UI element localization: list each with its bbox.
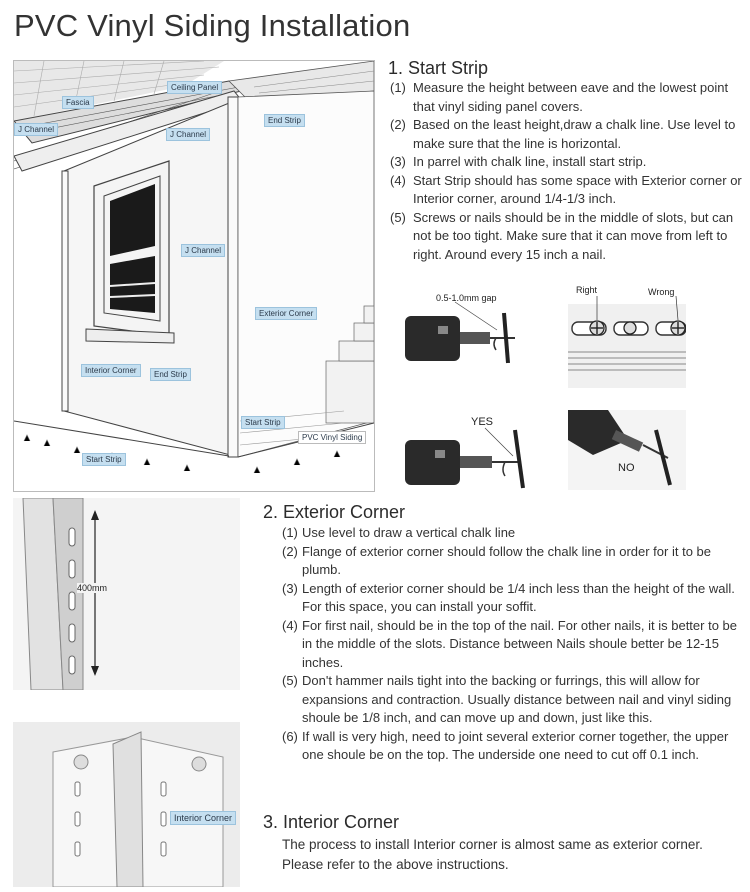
list-item: (5) Screws or nails should be in the midd… bbox=[390, 209, 742, 265]
slots-drawing bbox=[568, 295, 687, 388]
right-wrong-diagram: Right Wrong bbox=[568, 284, 687, 388]
list-item: (4) Start Strip should has some space wit… bbox=[390, 172, 742, 209]
item-number: (1) bbox=[390, 80, 406, 95]
item-number: (2) bbox=[282, 543, 298, 559]
house-illustration: Fascia Ceiling Panel J Channel J Channel… bbox=[13, 60, 375, 492]
item-text: Length of exterior corner should be 1/4 … bbox=[302, 580, 735, 615]
item-number: (3) bbox=[390, 154, 406, 169]
item-number: (5) bbox=[390, 209, 406, 225]
section1-heading: 1. Start Strip bbox=[388, 58, 489, 78]
section2-list: (1) Use level to draw a vertical chalk li… bbox=[282, 524, 740, 765]
corner-length-label: 400mm bbox=[77, 583, 108, 593]
item-text: Use level to draw a vertical chalk line bbox=[302, 525, 516, 540]
item-text: Flange of exterior corner should follow … bbox=[302, 543, 711, 578]
interior-corner-drawing bbox=[13, 722, 240, 888]
exterior-corner-photo: 400mm bbox=[13, 497, 240, 691]
item-number: (1) bbox=[282, 525, 298, 540]
label-start-strip-right: Start Strip bbox=[241, 416, 285, 429]
item-number: (4) bbox=[282, 617, 298, 633]
item-number: (6) bbox=[282, 728, 298, 744]
section3-text: The process to install Interior corner i… bbox=[282, 837, 703, 872]
item-text: Measure the height between eave and the … bbox=[413, 80, 729, 114]
drill-gap-drawing bbox=[405, 301, 515, 364]
list-item: (1) Use level to draw a vertical chalk li… bbox=[282, 524, 740, 543]
item-text: Based on the least height,draw a chalk l… bbox=[413, 117, 736, 151]
label-start-strip-left: Start Strip bbox=[82, 453, 126, 466]
list-item: (2)Flange of exterior corner should foll… bbox=[282, 543, 740, 580]
label-j-channel-top-left: J Channel bbox=[14, 123, 59, 136]
yes-label: YES bbox=[471, 416, 494, 428]
no-drill-drawing bbox=[568, 410, 686, 490]
wrong-label: Wrong bbox=[648, 287, 675, 297]
item-text: In parrel with chalk line, install start… bbox=[413, 154, 647, 169]
list-item: (2) Based on the least height,draw a chal… bbox=[390, 116, 742, 153]
section2-heading: 2. Exterior Corner bbox=[263, 502, 406, 522]
item-number: (3) bbox=[282, 580, 298, 596]
list-item: (6)If wall is very high, need to joint s… bbox=[282, 728, 740, 765]
gap-label: 0.5-1.0mm gap bbox=[436, 293, 497, 303]
yes-drill-drawing bbox=[405, 427, 525, 489]
yes-diagram: YES bbox=[405, 410, 540, 490]
page-title: PVC Vinyl Siding Installation bbox=[14, 8, 411, 43]
item-number: (4) bbox=[390, 172, 406, 188]
section3-heading: 3. Interior Corner bbox=[263, 812, 400, 832]
interior-corner-photo: Interior Corner bbox=[13, 722, 240, 888]
item-text: For first nail, should be in the top of … bbox=[302, 617, 738, 670]
section1-list: (1) Measure the height between eave and t… bbox=[390, 79, 742, 264]
item-number: (5) bbox=[282, 673, 298, 688]
no-diagram: NO bbox=[568, 410, 686, 490]
label-end-strip-bottom: End Strip bbox=[150, 368, 191, 381]
list-item: (3)Length of exterior corner should be 1… bbox=[282, 580, 740, 617]
list-item: (5) Don't hammer nails tight into the bac… bbox=[282, 672, 740, 728]
label-j-channel-mid: J Channel bbox=[181, 244, 226, 257]
label-end-strip-top: End Strip bbox=[264, 114, 305, 127]
gap-diagram: 0.5-1.0mm gap bbox=[400, 288, 530, 388]
item-number: (2) bbox=[390, 117, 406, 132]
item-text: Start Strip should has some space with E… bbox=[413, 172, 742, 207]
exterior-corner-drawing bbox=[13, 497, 240, 691]
label-exterior-corner: Exterior Corner bbox=[255, 307, 318, 320]
list-item: (3) In parrel with chalk line, install st… bbox=[390, 153, 742, 172]
list-item: (4)For first nail, should be in the top … bbox=[282, 617, 740, 673]
label-fascia: Fascia bbox=[62, 96, 94, 109]
label-interior-corner: Interior Corner bbox=[81, 364, 141, 377]
house-drawing bbox=[14, 61, 374, 491]
label-j-channel-top: J Channel bbox=[166, 128, 211, 141]
item-text: If wall is very high, need to joint seve… bbox=[302, 728, 729, 763]
item-text: Screws or nails should be in the middle … bbox=[413, 209, 734, 262]
label-ceiling-panel: Ceiling Panel bbox=[167, 81, 223, 94]
label-interior-corner-photo: Interior Corner bbox=[170, 811, 237, 825]
item-text: Don't hammer nails tight into the backin… bbox=[302, 673, 732, 725]
label-pvc-vinyl-siding: PVC Vinyl Siding bbox=[298, 431, 367, 444]
no-label: NO bbox=[618, 462, 635, 474]
right-label: Right bbox=[576, 285, 598, 295]
list-item: (1) Measure the height between eave and t… bbox=[390, 79, 742, 116]
